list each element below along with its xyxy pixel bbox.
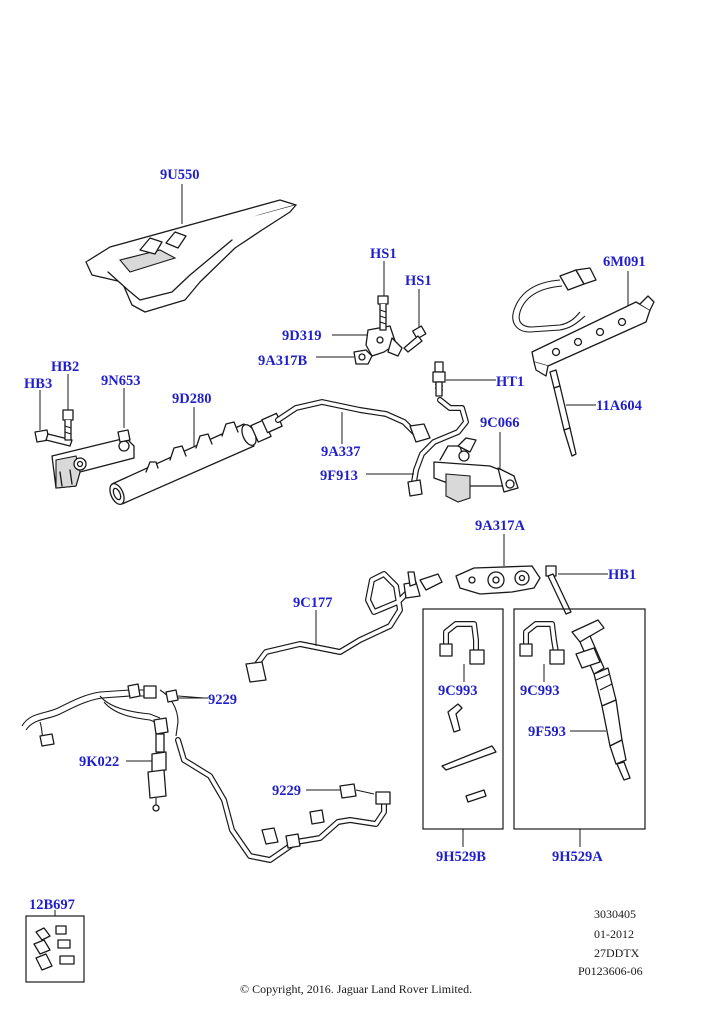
callout-9c993-b[interactable]: 9C993 [438,683,477,699]
callout-9a317b[interactable]: 9A317B [258,353,307,369]
callout-9c993-a[interactable]: 9C993 [520,683,559,699]
callout-9k022[interactable]: 9K022 [79,754,119,770]
clamp-9a317a [455,565,541,595]
callout-11a604[interactable]: 11A604 [596,398,642,414]
pipe-9a337 [275,399,431,443]
callout-9229-a[interactable]: 9229 [208,692,237,708]
callout-9c066[interactable]: 9C066 [480,415,519,431]
bolt-hs1-angled [403,325,427,353]
bolt-hs1-vertical [377,295,389,331]
bolt-hb3 [34,429,73,447]
callout-9f593[interactable]: 9F593 [528,724,566,740]
engine-cover-9u550 [85,199,297,313]
callout-9h529a[interactable]: 9H529A [552,849,603,865]
pressure-pump-9c066 [433,437,519,503]
pipe-9c177 [245,571,443,683]
kit-12b697-parts [33,925,75,971]
callout-hb2[interactable]: HB2 [51,359,79,375]
pipe-9f913 [407,397,469,497]
callout-hs1-b[interactable]: HS1 [405,273,432,289]
fuel-rail-9d280 [109,412,283,505]
bracket-9n653 [51,429,135,489]
callout-9a337[interactable]: 9A337 [321,444,360,460]
return-pipe-lower [175,737,391,863]
reference-line-2: 01-2012 [594,927,634,941]
callout-12b697[interactable]: 12B697 [29,897,75,913]
callout-hs1-a[interactable]: HS1 [370,246,397,262]
callout-9f913[interactable]: 9F913 [320,468,358,484]
callout-9a317a[interactable]: 9A317A [475,518,525,534]
callout-6m091[interactable]: 6M091 [603,254,646,270]
callout-9229-b[interactable]: 9229 [272,783,301,799]
copyright-notice: © Copyright, 2016. Jaguar Land Rover Lim… [240,982,472,996]
leak-off-pipe-9k022 [21,683,179,812]
kit-frame-9h529b [422,608,504,830]
callout-9h529b[interactable]: 9H529B [436,849,486,865]
reference-line-1: 3030405 [594,907,636,921]
bolt-hb2 [62,409,74,441]
callout-9c177[interactable]: 9C177 [293,595,332,611]
bracket-9d319 [365,325,403,357]
clip-9229-a [165,689,205,703]
kit-9h529a-parts [519,621,565,665]
sensor-harness-6m091 [512,267,655,377]
glow-plug-11a604 [549,369,577,457]
callout-9d280[interactable]: 9D280 [172,391,211,407]
kit-9h529b-parts [439,621,497,803]
callout-9n653[interactable]: 9N653 [101,373,140,389]
callout-hb1[interactable]: HB1 [608,567,636,583]
reference-line-4: P0123606-06 [578,964,643,978]
reference-line-3: 27DDTX [594,946,640,960]
callout-ht1[interactable]: HT1 [496,374,524,390]
clip-9a317b [353,349,373,365]
union-ht1 [432,361,446,397]
bolt-hb1 [545,565,572,615]
callout-9d319[interactable]: 9D319 [282,328,321,344]
callout-hb3[interactable]: HB3 [24,376,52,392]
kit-frame-12b697 [25,915,85,983]
injector-9f593 [571,619,631,781]
callout-9u550[interactable]: 9U550 [160,167,199,183]
